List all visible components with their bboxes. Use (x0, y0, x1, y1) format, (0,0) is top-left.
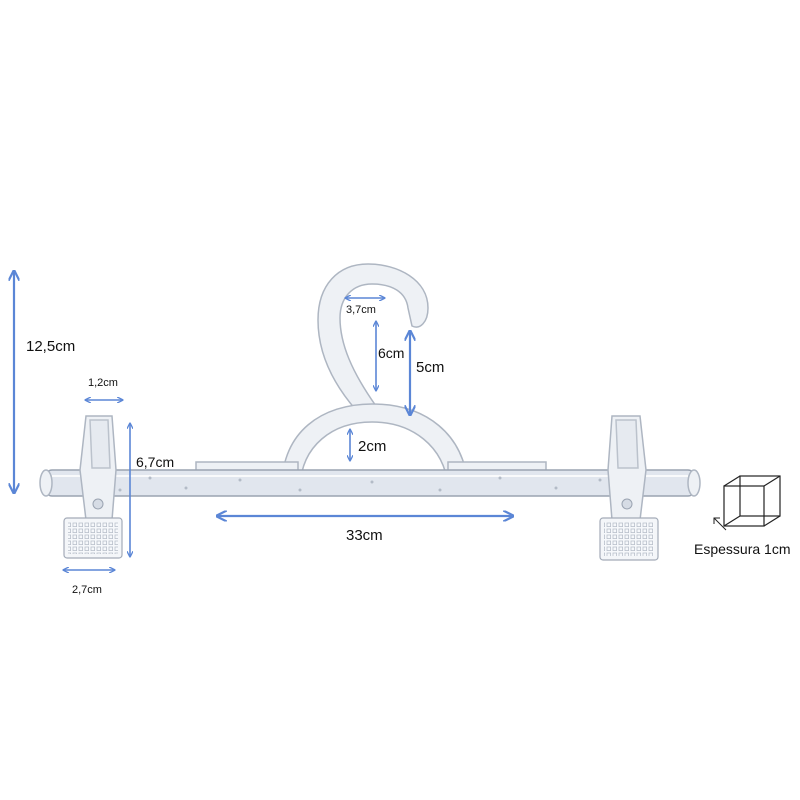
label-arch-height: 2cm (358, 438, 386, 455)
label-thickness: Espessura 1cm (694, 541, 790, 557)
hanger-hook (317, 263, 429, 411)
label-hook-opening: 3,7cm (346, 304, 376, 316)
hanger-illustration (39, 263, 701, 561)
bar-dots (118, 476, 602, 492)
label-hook-outer-height: 5cm (416, 359, 444, 376)
cube-icon (723, 475, 781, 527)
hanger-bar (45, 469, 695, 497)
bar-end-left (39, 469, 53, 497)
right-clip (599, 415, 659, 561)
label-bar-length: 33cm (346, 527, 383, 544)
thickness-note: Espessura 1cm (694, 475, 790, 557)
dimension-arrows (14, 272, 512, 570)
label-total-height: 12,5cm (26, 338, 75, 355)
dimension-labels: 12,5cm 1,2cm 6,7cm 2,7cm 33cm 3,7cm 6cm … (26, 304, 444, 596)
thickness-arrow-icon (713, 517, 727, 531)
label-clip-height: 6,7cm (136, 454, 174, 470)
label-hook-inner-height: 6cm (378, 345, 404, 361)
label-clip-top-width: 1,2cm (88, 377, 118, 389)
label-clip-bottom-width: 2,7cm (72, 584, 102, 596)
left-clip (63, 415, 123, 559)
bar-end-right (687, 469, 701, 497)
